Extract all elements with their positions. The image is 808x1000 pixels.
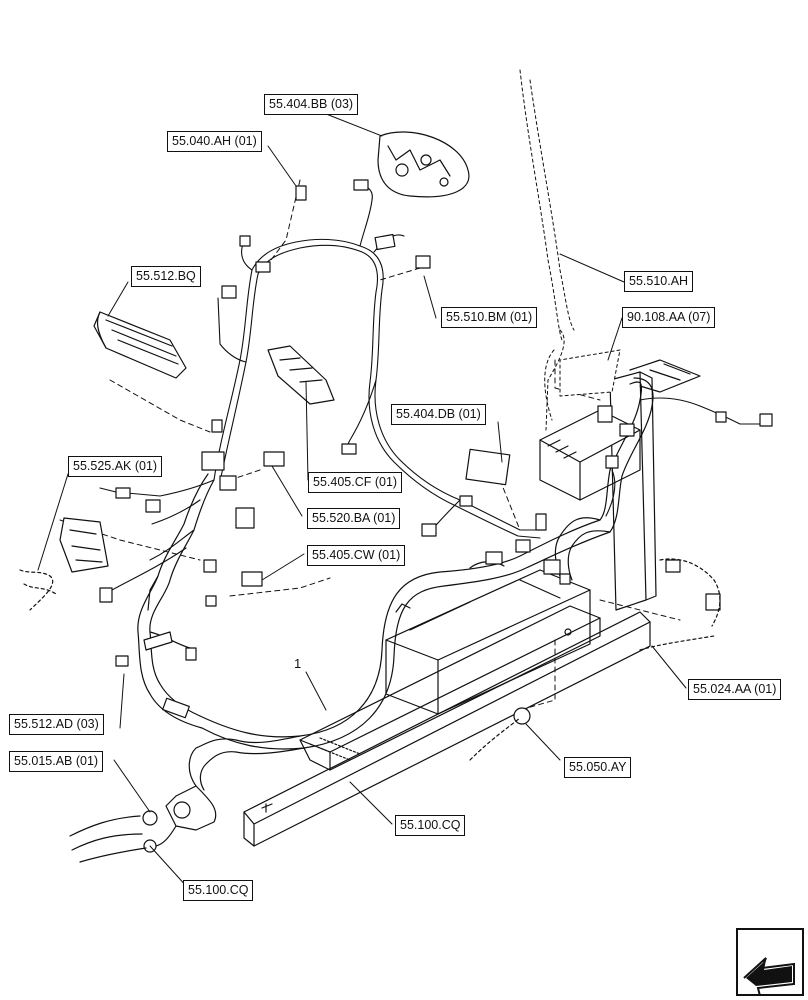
label-55-405-cw-01[interactable]: 55.405.CW (01) (307, 545, 406, 566)
ground-strap (469, 717, 521, 761)
label-leaders (37, 109, 687, 889)
cab-upright (609, 359, 701, 611)
label-55-525-ak-01[interactable]: 55.525.AK (01) (68, 456, 163, 477)
label-90-108-aa-07[interactable]: 90.108.AA (07) (622, 307, 716, 328)
relay-55-405-cf (267, 345, 335, 405)
label-55-510-bm-01[interactable]: 55.510.BM (01) (441, 307, 538, 328)
label-55-015-ab-01[interactable]: 55.015.AB (01) (9, 751, 104, 772)
chassis-frame-rail (243, 605, 651, 847)
label-55-520-ba-01[interactable]: 55.520.BA (01) (307, 508, 401, 529)
label-55-512-bq[interactable]: 55.512.BQ (131, 266, 201, 287)
label-55-404-db-01[interactable]: 55.404.DB (01) (391, 404, 486, 425)
navigation-arrow-icon[interactable] (736, 928, 804, 996)
label-55-050-ay[interactable]: 55.050.AY (564, 757, 632, 778)
control-panel (93, 311, 187, 379)
lower-connectors (69, 785, 217, 863)
control-module (539, 409, 641, 501)
label-55-024-aa-01[interactable]: 55.024.AA (01) (688, 679, 782, 700)
connectors (99, 179, 773, 725)
item-number-1: 1 (294, 656, 302, 671)
label-55-512-ad-03[interactable]: 55.512.AD (03) (9, 714, 104, 735)
label-55-404-bb-03[interactable]: 55.404.BB (03) (264, 94, 359, 115)
switch-cluster (19, 517, 109, 611)
label-55-405-cf-01[interactable]: 55.405.CF (01) (308, 472, 403, 493)
upper-harness (99, 185, 763, 591)
label-55-100-cq-connector[interactable]: 55.100.CQ (183, 880, 254, 901)
instrument-display (377, 131, 470, 198)
battery-box (385, 569, 591, 715)
sensor-55-024-aa (639, 558, 721, 651)
label-55-040-ah-01[interactable]: 55.040.AH (01) (167, 131, 262, 152)
main-harness (137, 377, 654, 791)
dashed-leaders (59, 179, 681, 711)
label-55-510-ah[interactable]: 55.510.AH (624, 271, 694, 292)
label-55-100-cq-frame[interactable]: 55.100.CQ (395, 815, 466, 836)
cab-outline-dashed (519, 69, 621, 431)
